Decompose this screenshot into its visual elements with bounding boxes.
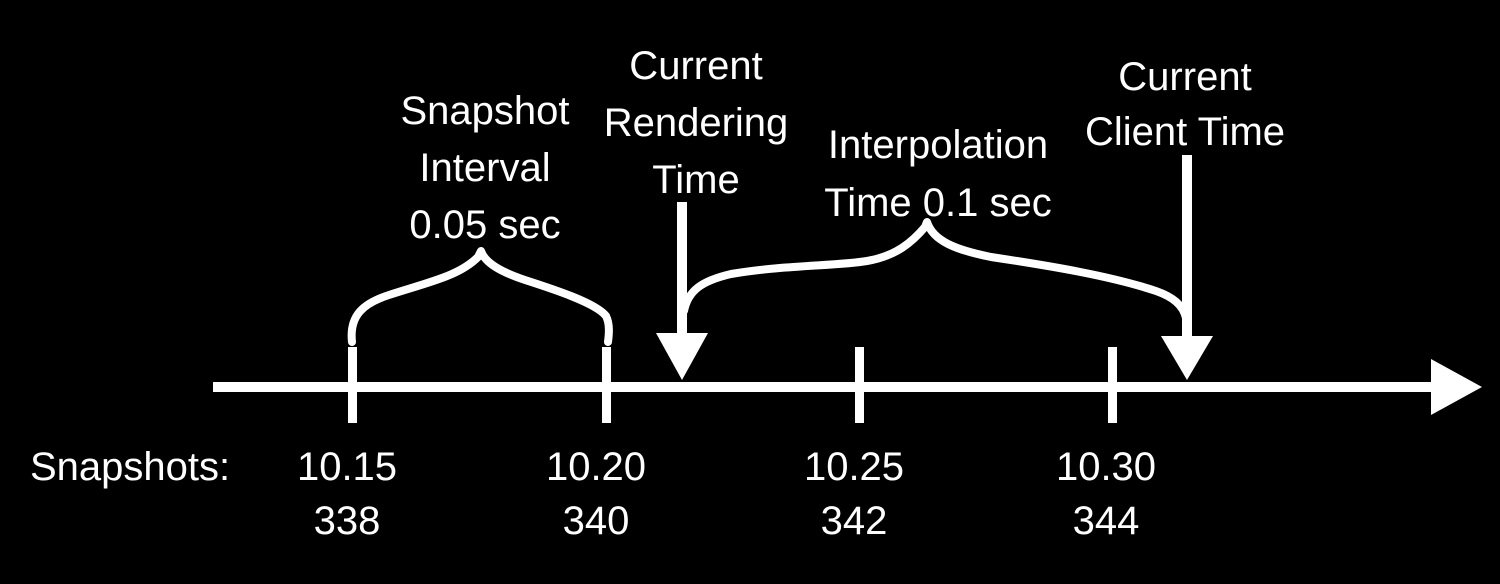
tick-mark-10-30 [1108,347,1117,423]
snapshot-number: 338 [313,499,381,543]
snapshot-number: 344 [1072,499,1140,543]
label-line: Snapshot [400,89,570,133]
interpolation-time-label: Interpolation Time 0.1 sec [824,116,1051,232]
current-rendering-time-label: Current Rendering Time [604,38,789,209]
rendering-time-arrow-icon [656,202,708,380]
snapshot-time: 10.30 [1055,445,1157,489]
snapshot-time: 10.25 [803,445,905,489]
snapshot-interval-label: Snapshot Interval 0.05 sec [400,83,569,254]
time-axis [213,359,1482,415]
client-time-arrowhead-icon [1161,336,1213,380]
snapshot-column-10-15: 10.15 338 [297,440,397,548]
snapshot-interval-brace [347,247,613,346]
snapshot-time: 10.20 [545,445,647,489]
label-line: Time [652,158,740,202]
time-axis-line [213,382,1439,392]
snapshot-column-10-30: 10.30 344 [1056,440,1156,548]
time-axis-arrowhead-icon [1431,359,1482,415]
snapshot-number: 340 [562,499,630,543]
tick-mark-10-20 [602,347,611,423]
current-client-time-label: Current Client Time [1085,50,1285,160]
rendering-time-arrow-shaft [677,202,687,338]
snapshot-time: 10.15 [296,445,398,489]
snapshot-column-10-25: 10.25 342 [804,440,904,548]
tick-mark-10-25 [855,347,864,423]
label-line: Current [629,44,763,88]
label-line: Client Time [1084,110,1286,154]
tick-mark-10-15 [348,347,357,423]
label-line: Interval [419,146,551,190]
label-line: Rendering [603,101,789,145]
tick-marks [348,347,1117,423]
label-line: Time 0.1 sec [824,181,1052,225]
label-line: 0.05 sec [409,203,561,247]
interpolation-time-brace [680,218,1190,322]
client-time-arrow-shaft [1182,155,1192,341]
label-line: Interpolation [827,123,1049,167]
snapshot-number: 342 [820,499,888,543]
label-line: Current [1118,55,1252,99]
rendering-time-arrowhead-icon [656,333,708,380]
snapshots-axis-label: Snapshots: [30,445,231,489]
snapshot-column-10-20: 10.20 340 [546,440,646,548]
client-time-arrow-icon [1161,155,1213,380]
